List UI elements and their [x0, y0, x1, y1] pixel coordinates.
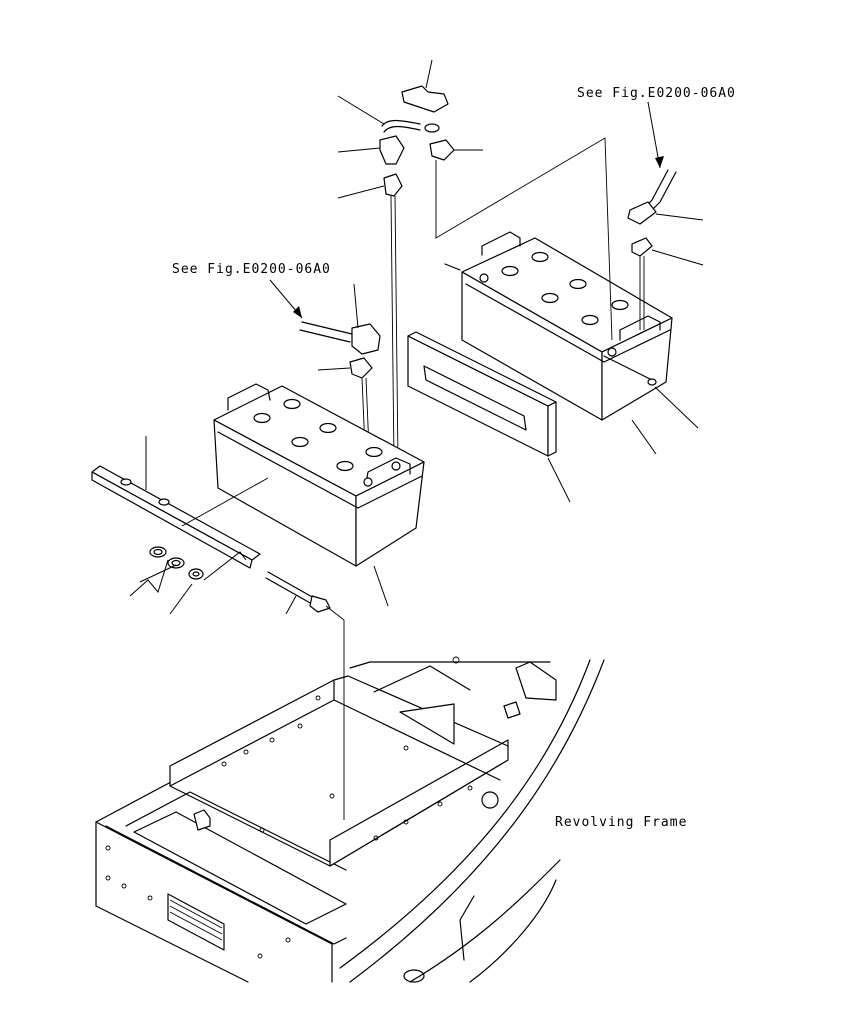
battery-left-icon	[213, 383, 425, 607]
leader-battery-right	[631, 419, 657, 455]
nut-washer-set-icon	[129, 546, 247, 615]
terminal-clamp-right-icon	[631, 237, 704, 330]
j-bolt-icon	[265, 571, 345, 820]
cable-left-icon	[269, 279, 381, 355]
assembly-lines-upper	[435, 137, 613, 341]
revolving-frame-label: Revolving Frame	[555, 815, 687, 830]
revolving-frame-icon	[95, 656, 605, 983]
terminal-clamp-mid-icon	[337, 173, 403, 463]
see-fig-label-upper: See Fig.E0200-06A0	[577, 86, 736, 101]
hold-down-bracket-icon	[91, 436, 269, 569]
see-fig-label-left: See Fig.E0200-06A0	[172, 262, 331, 277]
battery-pad-icon	[407, 331, 571, 503]
cable-upper-right-icon	[627, 101, 704, 225]
cable-top-icon	[401, 59, 449, 113]
battery-cable-short-icon	[337, 95, 440, 165]
terminal-clamp-upper-icon	[429, 139, 483, 161]
battery-right-icon	[461, 231, 673, 421]
battery-right-cable-icon	[444, 263, 699, 429]
